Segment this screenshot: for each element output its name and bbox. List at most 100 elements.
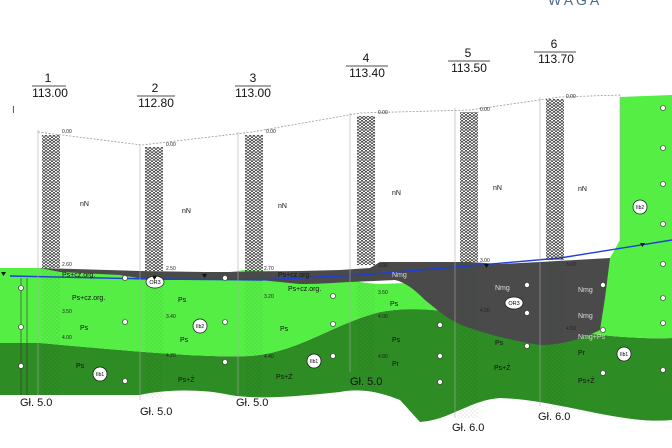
zone-marker-ib1-2: IIb1 — [306, 353, 322, 369]
borehole-4-lower — [357, 265, 375, 373]
sample-markers — [18, 105, 666, 385]
soil-label-pr: Pr — [578, 350, 586, 357]
soil-label-organic-fill: Nmg — [578, 287, 593, 294]
depth-mark: 2.70 — [264, 266, 274, 272]
borehole-3-column — [245, 135, 263, 272]
zone-marker-ib1-1: IIb1 — [92, 366, 108, 382]
borehole-1-depth-label: Gł. 5.0 — [20, 397, 52, 409]
depth-mark: 3.20 — [264, 294, 274, 300]
depth-mark: 4.40 — [264, 354, 274, 360]
borehole-elevation: 113.40 — [349, 66, 385, 80]
soil-label-sand-organic: Ps+cz.org. — [278, 272, 311, 279]
depth-mark: 3.50 — [62, 309, 72, 315]
borehole-1-header: 1 113.00 — [32, 71, 68, 100]
soil-label-sand: Ps — [180, 337, 189, 344]
depth-mark: 3.50 — [378, 290, 388, 296]
ground-surface-line — [37, 94, 621, 146]
soil-label-sand-gravel: Ps+Ż — [494, 363, 511, 372]
soil-label-sand-organic: Ps+cz.org. — [72, 295, 105, 302]
depth-mark: 3.00 — [378, 263, 388, 269]
borehole-6-depth-label: Gł. 6.0 — [538, 411, 570, 423]
zone-marker-ib2-1: IIb2 — [192, 318, 208, 334]
borehole-number: 4 — [363, 51, 370, 65]
depth-mark: 3.40 — [166, 314, 176, 320]
borehole-4-depth-label: Gł. 5.0 — [350, 376, 382, 388]
borehole-3-lower — [245, 272, 263, 394]
soil-label-organic-fill: Nmg — [495, 285, 510, 292]
borehole-3-header: 3 113.00 — [235, 71, 271, 100]
depth-mark: 3.00 — [480, 258, 490, 264]
borehole-number: 2 — [152, 81, 159, 95]
soil-label-pr: Pr — [392, 361, 400, 368]
depth-mark: 2.60 — [62, 262, 72, 268]
borehole-5-header: 5 113.50 — [448, 46, 490, 75]
soil-label-fill: nN — [578, 186, 587, 193]
soil-label-fill: nN — [182, 208, 191, 215]
zone-marker-ib1-3: IIb1 — [616, 346, 632, 362]
zone-marker-or3-2: OR3 — [504, 296, 524, 310]
borehole-2-column — [145, 147, 163, 271]
borehole-4-header: 4 113.40 — [346, 51, 388, 80]
soil-label-sand: Ps — [495, 340, 504, 347]
svg-text:OR3: OR3 — [149, 280, 160, 286]
report-header-fragment: WAGA — [548, 0, 603, 8]
soil-label-sand: Ps — [178, 297, 187, 304]
depth-mark: 4.20 — [166, 353, 176, 359]
scale-marker-icon: I — [12, 105, 15, 116]
borehole-6-header: 6 113.70 — [534, 37, 576, 66]
borehole-2-header: 2 112.80 — [137, 81, 175, 110]
depth-mark: 4.00 — [480, 308, 490, 314]
water-level-markers — [1, 243, 645, 280]
depth-mark: 4.50 — [566, 326, 576, 332]
soil-label-fill: nN — [278, 203, 287, 210]
soil-label-fill: nN — [392, 190, 401, 197]
borehole-6-lower — [546, 260, 564, 408]
depth-mark: 2.50 — [166, 266, 176, 272]
soil-label-sand: Ps — [390, 301, 399, 308]
depth-mark: 0.00 — [166, 142, 176, 148]
soil-label-sand: Ps — [392, 337, 401, 344]
soil-label-organic-sand: Nmg+Ps — [578, 334, 606, 341]
depth-mark: 0.00 — [62, 129, 72, 135]
svg-text:IIb2: IIb2 — [196, 324, 205, 330]
borehole-guides — [20, 95, 621, 418]
soil-label-sand: Ps — [76, 363, 85, 370]
borehole-5-column — [460, 112, 478, 262]
borehole-2-lower — [145, 272, 163, 398]
soil-label-sand-gravel: Ps+Ż — [276, 372, 293, 381]
depth-mark: 4.80 — [378, 354, 388, 360]
borehole-number: 1 — [45, 71, 52, 85]
soil-label-sand-organic: Ps+cz.org. — [288, 286, 321, 293]
borehole-5-lower — [460, 262, 478, 418]
soil-label-sand-gravel: Ps+Ż — [578, 376, 595, 385]
svg-text:OR3: OR3 — [508, 301, 519, 307]
soil-label-sand: Ps — [80, 325, 89, 332]
borehole-6-column — [546, 99, 564, 260]
borehole-elevation: 113.00 — [32, 86, 68, 100]
soil-label-sand-organic: Ps+cz.org. — [62, 272, 95, 279]
zone-marker-ib2-2: IIb2 — [632, 199, 648, 215]
borehole-elevation: 113.50 — [451, 61, 487, 75]
soil-label-organic-fill: Nmg — [578, 313, 593, 320]
borehole-elevation: 113.00 — [235, 86, 271, 100]
depth-mark: 4.00 — [378, 314, 388, 320]
borehole-number: 3 — [250, 71, 257, 85]
borehole-4-column — [357, 116, 375, 265]
soil-label-sand-gravel: Ps+Ż — [178, 375, 195, 384]
soil-label-fill: nN — [493, 185, 502, 192]
depth-mark: 4.00 — [62, 335, 72, 341]
borehole-number: 6 — [551, 37, 558, 51]
borehole-2-depth-label: Gł. 5.0 — [140, 406, 172, 418]
depth-mark: 0.00 — [480, 107, 490, 113]
soil-label-fill: nN — [80, 201, 89, 208]
svg-text:IIb1: IIb1 — [620, 352, 629, 358]
borehole-3-depth-label: Gł. 5.0 — [236, 397, 268, 409]
depth-mark: 3.60 — [566, 262, 576, 268]
svg-text:IIb1: IIb1 — [96, 372, 105, 378]
depth-mark: 0.00 — [566, 94, 576, 100]
borehole-number: 5 — [465, 46, 472, 60]
borehole-1-column — [42, 135, 60, 268]
borehole-elevation: 113.70 — [538, 52, 574, 66]
soil-label-organic-fill: Nmg — [392, 272, 407, 279]
